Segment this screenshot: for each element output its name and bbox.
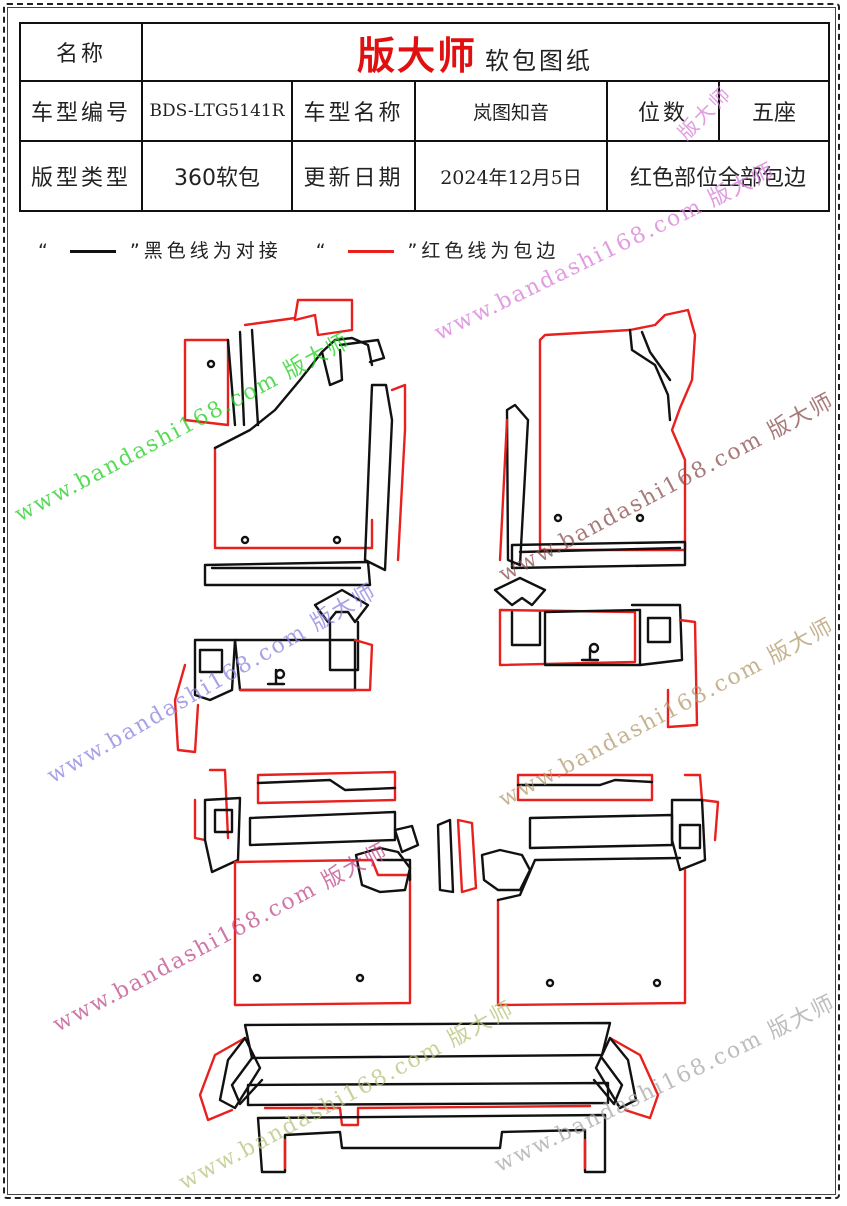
front-right-mat: [498, 308, 697, 570]
page-inner-border: [7, 7, 836, 1195]
model-code: BDS-LTG5141R: [141, 80, 293, 142]
legend-quote-open: “: [38, 240, 52, 262]
brand-name: 版大师: [357, 32, 478, 78]
seats-label: 位数: [606, 80, 720, 142]
update-label: 更新日期: [291, 140, 416, 212]
black-line-sample: [69, 250, 116, 253]
rear-left-mat: [193, 768, 420, 1007]
legend: “”黑色线为对接“”红色线为包边: [38, 236, 559, 263]
red-line-desc: 红色线为包边: [421, 240, 560, 262]
legend-quote-open-2: “: [315, 240, 330, 262]
model-code-label: 车型编号: [19, 80, 143, 142]
center-hump: [436, 818, 478, 894]
front-left-mat: [183, 298, 407, 587]
legend-quote-close-2: ”: [407, 240, 422, 262]
note-cell: 红色部位全部包边: [605, 140, 831, 212]
pattern-type: 360软包: [141, 140, 293, 212]
doc-title: 软包图纸: [485, 46, 594, 75]
red-line-sample: [347, 250, 394, 253]
model-name: 岚图知音: [414, 80, 608, 142]
mid-left-pieces: [173, 588, 374, 754]
update-date: 2024年12月5日: [414, 140, 608, 212]
mid-right-pieces: [493, 576, 699, 729]
rear-right-mat: [480, 773, 720, 1007]
name-label: 名称: [19, 22, 143, 82]
info-table: 名称 版大师软包图纸 车型编号 BDS-LTG5141R 车型名称 岚图知音 位…: [19, 22, 831, 212]
legend-quote-close: ”: [129, 240, 144, 262]
pattern-type-label: 版型类型: [19, 140, 143, 212]
black-line-desc: 黑色线为对接: [143, 240, 282, 262]
page-border: [3, 3, 840, 1199]
trunk-mat: [198, 1021, 660, 1174]
seats-value: 五座: [717, 80, 831, 142]
title-cell: 版大师软包图纸: [140, 22, 831, 82]
model-name-label: 车型名称: [291, 80, 416, 142]
